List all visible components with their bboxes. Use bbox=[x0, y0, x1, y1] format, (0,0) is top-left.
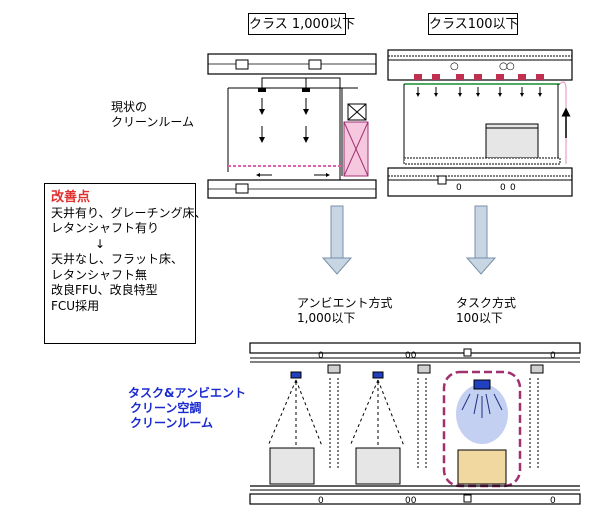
task-label-line2: 100以下 bbox=[456, 311, 503, 325]
svg-text:00: 00 bbox=[405, 496, 417, 506]
current-label-line2: クリーンルーム bbox=[111, 115, 195, 129]
svg-text:0: 0 bbox=[550, 351, 556, 361]
improvement-line: FCU採用 bbox=[51, 298, 100, 313]
svg-text:○: ○ bbox=[499, 61, 508, 72]
task-ambient-line2: クリーン空調 bbox=[130, 401, 202, 415]
improved-cleanroom: 0 00 0 bbox=[249, 342, 581, 506]
current-label-line1: 現状の bbox=[111, 100, 148, 114]
improvement-line: 天井なし、フラット床、 bbox=[51, 252, 184, 266]
improvement-title: 改善点 bbox=[51, 190, 91, 205]
task-ambient-line3: クリーンルーム bbox=[130, 416, 214, 430]
svg-text:0: 0 bbox=[510, 183, 516, 193]
ambient-method-label: アンビエント方式 1,000以下 bbox=[297, 296, 393, 326]
improvement-box: 改善点 天井有り、グレーチング床、 レタンシャフト有り ↓ 天井なし、フラット床… bbox=[44, 183, 207, 344]
task-ambient-line1: タスク&アンビエント bbox=[128, 386, 246, 400]
current-room-class100: ○ ○ ○ bbox=[387, 49, 573, 197]
transition-arrow-right bbox=[465, 205, 497, 275]
improvement-line: レタンシャフト無 bbox=[51, 267, 148, 282]
ambient-label-line2: 1,000以下 bbox=[297, 311, 356, 325]
svg-text:0: 0 bbox=[550, 496, 556, 506]
current-room-class1000 bbox=[207, 53, 377, 199]
improvement-line: 改良FFU、改良特型 bbox=[51, 283, 158, 297]
class-100-label: クラス100以下 bbox=[428, 13, 519, 35]
slab-marks: ○ bbox=[450, 61, 459, 72]
class-1000-label: クラス 1,000以下 bbox=[248, 13, 355, 35]
svg-text:0: 0 bbox=[318, 351, 324, 361]
svg-text:○: ○ bbox=[506, 61, 515, 72]
ambient-label-line1: アンビエント方式 bbox=[297, 296, 393, 310]
task-ambient-label: タスク&アンビエント クリーン空調 クリーンルーム bbox=[128, 386, 246, 431]
svg-text:00: 00 bbox=[405, 351, 417, 361]
current-cleanroom-label: 現状の クリーンルーム bbox=[111, 100, 194, 130]
svg-text:0: 0 bbox=[456, 183, 462, 193]
task-label-line1: タスク方式 bbox=[456, 296, 517, 310]
improvement-line: ↓ bbox=[95, 236, 106, 251]
improvement-line: レタンシャフト有り bbox=[51, 221, 160, 235]
improvement-line: 天井有り、グレーチング床、 bbox=[51, 205, 207, 220]
svg-text:0: 0 bbox=[318, 496, 324, 506]
transition-arrow-left bbox=[321, 205, 353, 275]
svg-text:0: 0 bbox=[500, 183, 506, 193]
task-method-label: タスク方式 100以下 bbox=[456, 296, 516, 326]
